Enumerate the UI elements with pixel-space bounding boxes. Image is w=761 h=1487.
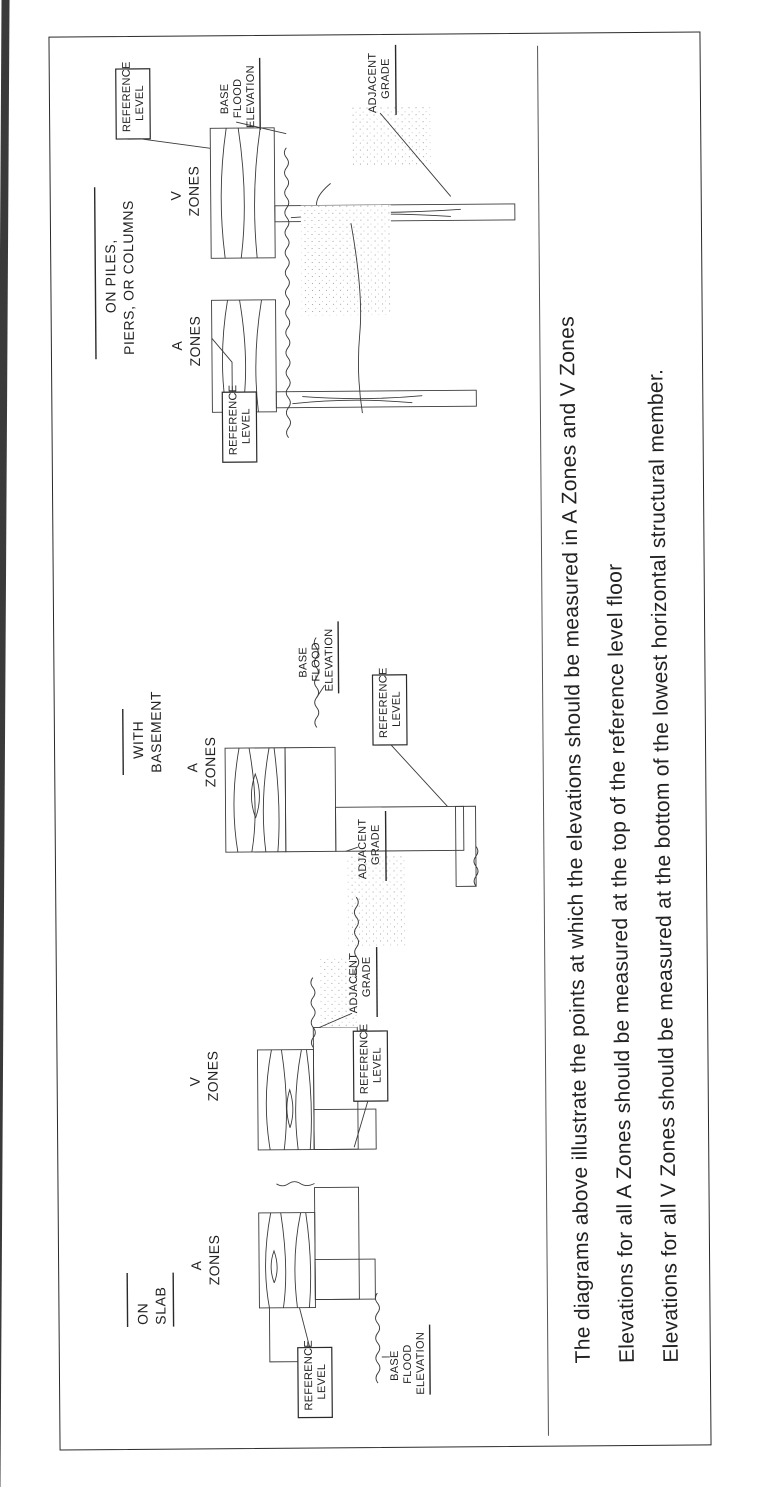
piles-a-letter: A: [169, 341, 185, 351]
piles-title-line1: ON PILES,: [102, 239, 119, 313]
on-slab-ref-level-right-2: LEVEL: [371, 1047, 383, 1083]
piles-v-letter: V: [168, 191, 184, 201]
on-slab-bfe-1: BASE: [389, 1350, 401, 1381]
piles-title-line2: PIERS, OR COLUMNS: [120, 200, 137, 355]
piles-v-zones: ZONES: [185, 166, 201, 217]
basement-bfe-2: FLOOD: [310, 642, 322, 681]
on-slab-wall-v: [257, 1050, 314, 1150]
piles-ref-level-left-2: LEVEL: [240, 408, 252, 444]
piles-adjgrade-1: ADJACENT: [367, 53, 379, 114]
section-on-slab: ON SLAB A ZONES V ZONES: [125, 947, 431, 1419]
piles-ref-level-left-1: REFERENCE: [227, 385, 240, 456]
piles-bfe-3: ELEVATION: [245, 65, 257, 128]
piles-bfe-1: BASE: [219, 84, 231, 115]
on-slab-slab-v: [313, 1027, 358, 1149]
piles-adjgrade-2: GRADE: [380, 58, 392, 99]
section-with-basement: WITH BASEMENT A ZONES ADJACENT GRADE: [122, 620, 479, 979]
basement-title-line1: WITH: [130, 721, 146, 759]
basement-a-zones: ZONES: [202, 737, 218, 788]
figure-frame: ON SLAB A ZONES V ZONES: [48, 31, 711, 1450]
basement-title-line2: BASEMENT: [148, 691, 165, 773]
on-slab-v-zones: ZONES: [204, 1051, 220, 1102]
basement-wall: [225, 748, 286, 852]
basement-wall-footing: [336, 806, 464, 851]
basement-a-letter: A: [184, 762, 200, 772]
piles-ref-level-right-2: LEVEL: [134, 85, 146, 121]
basement-bfe-3: ELEVATION: [323, 629, 335, 692]
on-slab-bfe-2: FLOOD: [402, 1344, 414, 1383]
basement-ref-level-2: LEVEL: [391, 691, 403, 727]
basement-ref-level-1: REFERENCE: [377, 667, 390, 738]
on-slab-bfe-3: ELEVATION: [415, 1332, 427, 1395]
on-slab-ref-level-left-2: LEVEL: [316, 1364, 328, 1400]
caption-line-1: The diagrams above illustrate the points…: [555, 316, 595, 1364]
section-on-piles: ON PILES, PIERS, OR COLUMNS A ZONES V ZO…: [94, 44, 517, 463]
elevation-diagrams: ON SLAB A ZONES V ZONES: [49, 34, 560, 1450]
basement-adjgrade-1: ADJACENT: [357, 819, 369, 880]
on-slab-slab-a: [315, 1187, 360, 1299]
basement-adjgrade-2: GRADE: [370, 824, 382, 865]
on-slab-a-letter: A: [188, 1260, 204, 1270]
piles-ref-level-right-1: REFERENCE: [121, 61, 134, 132]
basement-bfe-1: BASE: [297, 647, 309, 678]
on-slab-v-letter: V: [187, 1076, 203, 1086]
piles-bfe-2: FLOOD: [232, 79, 244, 118]
basement-foundation: [285, 747, 336, 851]
on-slab-title-line2: SLAB: [152, 1286, 168, 1324]
on-slab-ref-level-right-1: REFERENCE: [358, 1024, 371, 1095]
on-slab-ref-level-left-1: REFERENCE: [303, 1340, 316, 1411]
on-slab-title-line1: ON: [134, 1303, 150, 1325]
on-slab-wall-a: [259, 1213, 316, 1308]
caption-line-3: Elevations for all V Zones should be mea…: [644, 369, 684, 1363]
caption-line-2: Elevations for all A Zones should be mea…: [603, 563, 640, 1363]
on-slab-adjgrade-2: GRADE: [361, 956, 373, 997]
on-slab-a-zones: ZONES: [206, 1235, 222, 1286]
piles-a-zones: ZONES: [187, 316, 203, 367]
